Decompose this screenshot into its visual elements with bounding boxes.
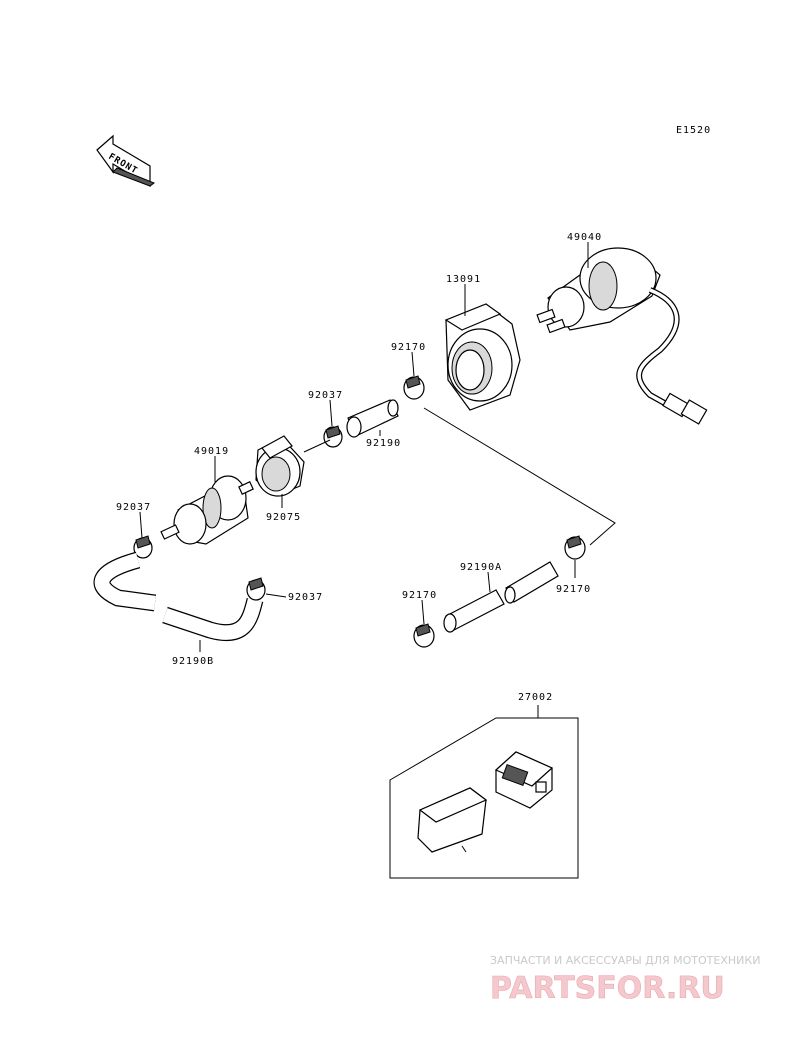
label-49040: 49040 [567, 232, 602, 243]
label-92170-left: 92170 [402, 590, 437, 601]
front-arrow-icon: FRONT [96, 134, 156, 188]
leader-92037-left [139, 511, 143, 539]
hose-92190 [346, 399, 399, 438]
kit-27002 [389, 705, 579, 879]
label-92190A: 92190A [460, 562, 502, 573]
label-92037-top: 92037 [308, 390, 343, 401]
bracket-13091 [444, 303, 521, 411]
label-92037-mid: 92037 [288, 592, 323, 603]
fuel-pump-49040 [536, 247, 708, 425]
label-92037-left: 92037 [116, 502, 151, 513]
clamp-92170-top [403, 375, 425, 400]
reference-line [423, 407, 616, 546]
watermark-tagline: ЗАПЧАСТИ И АКСЕССУАРЫ ДЛЯ МОТОТЕХНИКИ [490, 954, 760, 967]
clamp-92037-top [323, 425, 343, 448]
leader-92170-top [411, 351, 415, 377]
clamp-92037-mid [246, 577, 266, 601]
figure-code: E1520 [676, 125, 711, 136]
band-92075 [255, 435, 305, 497]
leader-dash [303, 439, 331, 453]
watermark-logo: PARTSFOR.RU [490, 971, 725, 1006]
label-13091: 13091 [446, 274, 481, 285]
label-27002: 27002 [518, 692, 553, 703]
filter-49019 [160, 475, 254, 545]
leader-92037-mid [265, 593, 287, 598]
leader-92190A [487, 571, 491, 593]
label-92170-top: 92170 [391, 342, 426, 353]
label-92190B: 92190B [172, 656, 214, 667]
clamp-92170-left [413, 623, 435, 648]
clamp-92170-right [564, 535, 586, 560]
leader-92170-left [421, 599, 425, 625]
label-92170-right: 92170 [556, 584, 591, 595]
hose-92190A [443, 561, 559, 633]
label-92190: 92190 [366, 438, 401, 449]
hose-92190B [93, 551, 264, 642]
clamp-92037-left [133, 535, 153, 559]
label-49019: 49019 [194, 446, 229, 457]
leader-92037-top [329, 399, 333, 427]
label-92075: 92075 [266, 512, 301, 523]
